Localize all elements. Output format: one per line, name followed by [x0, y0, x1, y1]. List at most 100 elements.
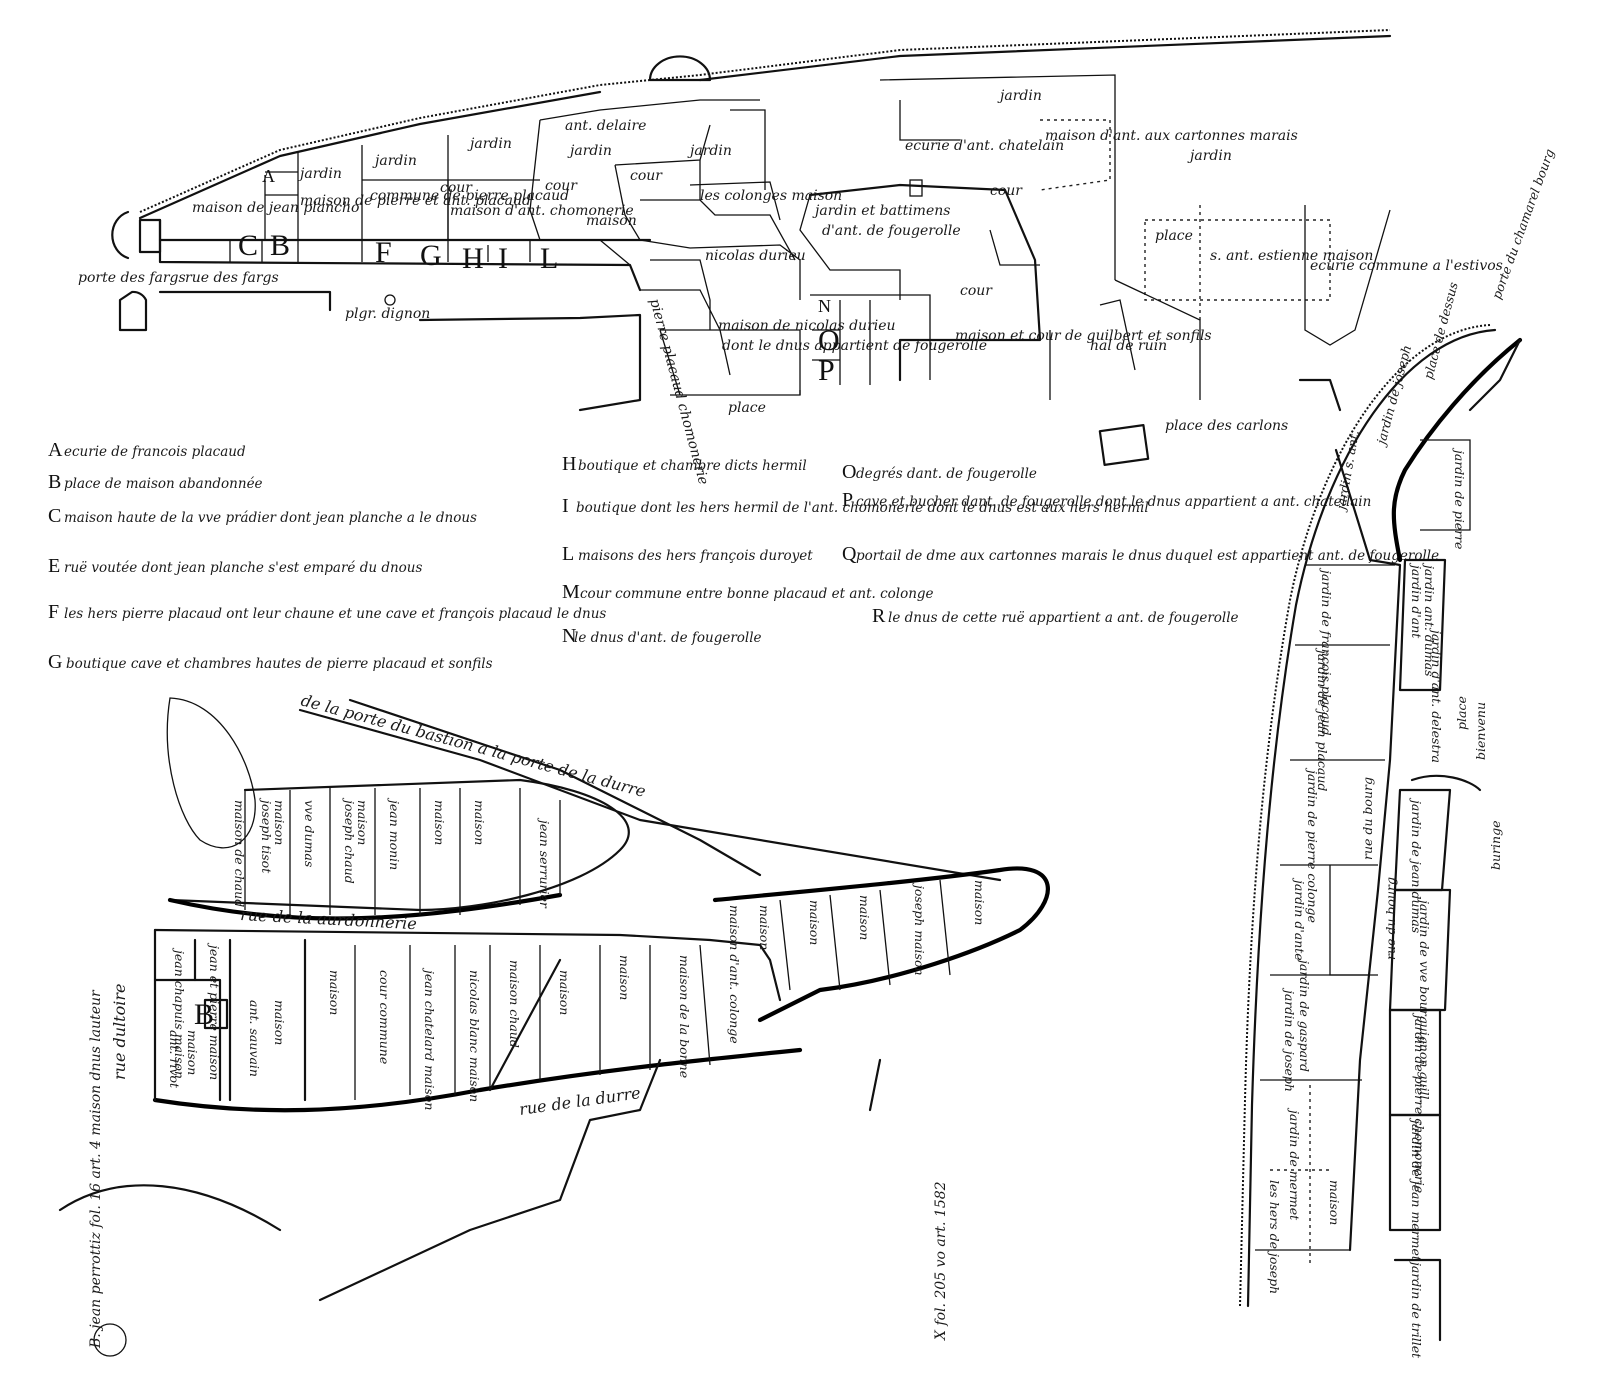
- legend-text-l: maisons des hers françois duroyet: [578, 548, 813, 564]
- parcel-letter-b: B: [270, 229, 290, 262]
- legend-key-r: R: [872, 605, 886, 627]
- parcel-label: maison: [617, 955, 632, 1000]
- legend-text-e: ruë voutée dont jean planche s'est empar…: [64, 560, 422, 576]
- parcel-label: maison: [857, 895, 872, 940]
- street-rue-dultoire: rue dultoire: [110, 984, 129, 1080]
- legend-key-n: N: [562, 625, 576, 647]
- label-jardin-jean-mermet: jardin de jean mermet: [1409, 1117, 1424, 1262]
- legend-key-p: P: [842, 489, 853, 511]
- label-maison-ant: s. ant. estienne maison: [1210, 248, 1373, 264]
- legend-text-q: portail de dme aux cartonnes marais le d…: [856, 548, 1439, 564]
- label-cour-5: cour: [960, 283, 993, 299]
- parcel-label: joseph chaud: [342, 797, 357, 884]
- legend-text-o: degrés dant. de fougerolle: [856, 466, 1037, 482]
- legend-key-f: F: [48, 601, 59, 623]
- parcel-label: maison: [327, 970, 342, 1015]
- legend-text-n: le dnus d'ant. de fougerolle: [574, 630, 762, 646]
- label-jardin-mermet: jardin de mermet: [1287, 1107, 1302, 1221]
- label-jardin-ante: jardin d'ante: [1292, 877, 1307, 961]
- label-maison-chomonerie: maison d'ant. chomonerie: [450, 203, 634, 219]
- legend-key-q: Q: [842, 543, 857, 565]
- legend-col3: O degrés dant. de fougerolle P cave et b…: [842, 461, 1439, 627]
- parcel-label: maison de chaud: [232, 800, 247, 907]
- label-place-v: place: [1454, 696, 1469, 730]
- legend-col1: A ecurie de francois placaud B place de …: [48, 439, 606, 673]
- label-ant-delaire: ant. delaire: [565, 118, 646, 134]
- label-jardin-pierre: jardin de pierre: [1452, 447, 1467, 549]
- parcel-label: maison: [355, 800, 370, 845]
- legend-key-c: C: [48, 505, 61, 527]
- legend-key-a: A: [48, 439, 63, 461]
- label-maison-pierre-placaud: maison de pierre et ant. placaud: [300, 193, 531, 209]
- label-ecurie-right: ecurie commune a l'estivos: [1310, 258, 1503, 274]
- legend-text-c: maison haute de la vve prádier dont jean…: [64, 510, 477, 526]
- parcel-label: jean chatelard maison: [422, 967, 437, 1110]
- label-jardin-6: jardin: [997, 88, 1042, 104]
- legend-key-g: G: [48, 651, 62, 673]
- parcel-label: vve dumas: [302, 800, 317, 867]
- legend-key-l: L: [562, 543, 574, 565]
- label-colonge-maison: les colonges maison: [700, 188, 842, 204]
- top-plan: A B C F G H I L N O P jardin jardin jard…: [78, 29, 1503, 486]
- parcel-label: maison: [272, 1000, 287, 1045]
- legend-key-i: I: [562, 495, 569, 517]
- legend-col2: H boutique et chambre dicts hermil I bou…: [562, 453, 1149, 647]
- parcel-label: cour commune: [377, 970, 392, 1064]
- parcel-label: jean serrurier: [537, 817, 552, 909]
- fol-note: X fol. 205 vo art. 1582: [933, 1181, 949, 1341]
- label-place-des-carlons: place des carlons: [1165, 418, 1288, 434]
- label-jardin-ant-dumas: jardin ant. dumas: [1422, 562, 1437, 677]
- legend-text-f: les hers pierre placaud ont leur chaune …: [64, 606, 606, 622]
- label-rue-bourg-2: rue du bourg: [1360, 777, 1375, 860]
- label-cour-4: cour: [990, 183, 1023, 199]
- legend-key-e: E: [48, 555, 60, 577]
- parcel-label: ant. rivot: [167, 1030, 182, 1089]
- parcel-letter-b-bottom: B: [194, 998, 214, 1031]
- label-jardin-pierre-chomonerie: jardin de pierre chomonerie: [1412, 1012, 1427, 1193]
- label-commune-pierre: commune de pierre placaud: [370, 188, 569, 204]
- label-les-hers: les hers de joseph: [1267, 1180, 1282, 1294]
- parcel-label: maison: [557, 970, 572, 1015]
- legend-text-h: boutique et chambre dicts hermil: [578, 458, 807, 474]
- label-maison: maison: [1327, 1180, 1342, 1225]
- label-buringe: buringe: [1488, 821, 1503, 870]
- parcel-label: maison: [972, 880, 987, 925]
- label-jardin-4: jardin: [567, 143, 612, 159]
- label-cour-1: cour: [440, 180, 473, 196]
- parcel-label: maison: [757, 905, 772, 950]
- parcel-label: maison: [272, 800, 287, 845]
- parcel-letter-f: F: [375, 236, 392, 269]
- label-jardin-trillet: jardin de trillet: [1409, 1259, 1424, 1359]
- legend-text-a: ecurie de francois placaud: [64, 444, 246, 460]
- label-jardin-ant-delestra: jardin d'ant. delestra: [1429, 627, 1444, 763]
- legend-text-b: place de maison abandonnée: [64, 476, 263, 492]
- label-jardin-2: jardin: [372, 153, 417, 169]
- legend-key-o: O: [842, 461, 856, 483]
- parcel-letter-i: I: [498, 242, 508, 275]
- label-jardin-jean-dumas: jardin de jean dumas: [1409, 797, 1424, 933]
- parcel-letter-n: N: [818, 296, 831, 316]
- legend-key-b: B: [48, 471, 61, 493]
- parcel-letter-g: G: [420, 239, 442, 272]
- legend-key-h: H: [562, 453, 576, 475]
- label-plgr-dignon: plgr. dignon: [345, 306, 430, 322]
- label-jardin-3: jardin: [467, 136, 512, 152]
- street-porte-bastion: de la porte du bastion a la porte de la …: [299, 691, 648, 801]
- legend-text-r: le dnus de cette ruë appartient a ant. d…: [888, 610, 1239, 626]
- label-dont-lednus: dont le dnus appartient de fougerolle: [722, 338, 987, 354]
- label-maison-small: maison: [586, 213, 637, 229]
- parcel-label: jean chapuis maison: [172, 947, 187, 1079]
- label-maison-nicolas: maison de nicolas durieu: [718, 318, 896, 334]
- label-ecurie: ecurie d'ant. chatelain: [905, 138, 1064, 154]
- parcel-label: nicolas blanc maison: [467, 970, 482, 1102]
- label-jardin-battimens: jardin et battimens: [812, 203, 950, 219]
- bottom-parcel-labels: maison de chaud joseph tisot maison vve …: [167, 797, 987, 1110]
- parcel-letter-a: A: [262, 166, 275, 186]
- label-place-1: place: [1155, 228, 1193, 244]
- parcel-letter-c: C: [238, 229, 258, 262]
- right-plan: porte du chamarel bourg place de dessus …: [1239, 147, 1557, 1359]
- parcel-letter-o: O: [818, 324, 840, 357]
- label-hal-de-ruin: hal de ruin: [1090, 338, 1167, 354]
- parcel-letter-p: P: [818, 354, 835, 387]
